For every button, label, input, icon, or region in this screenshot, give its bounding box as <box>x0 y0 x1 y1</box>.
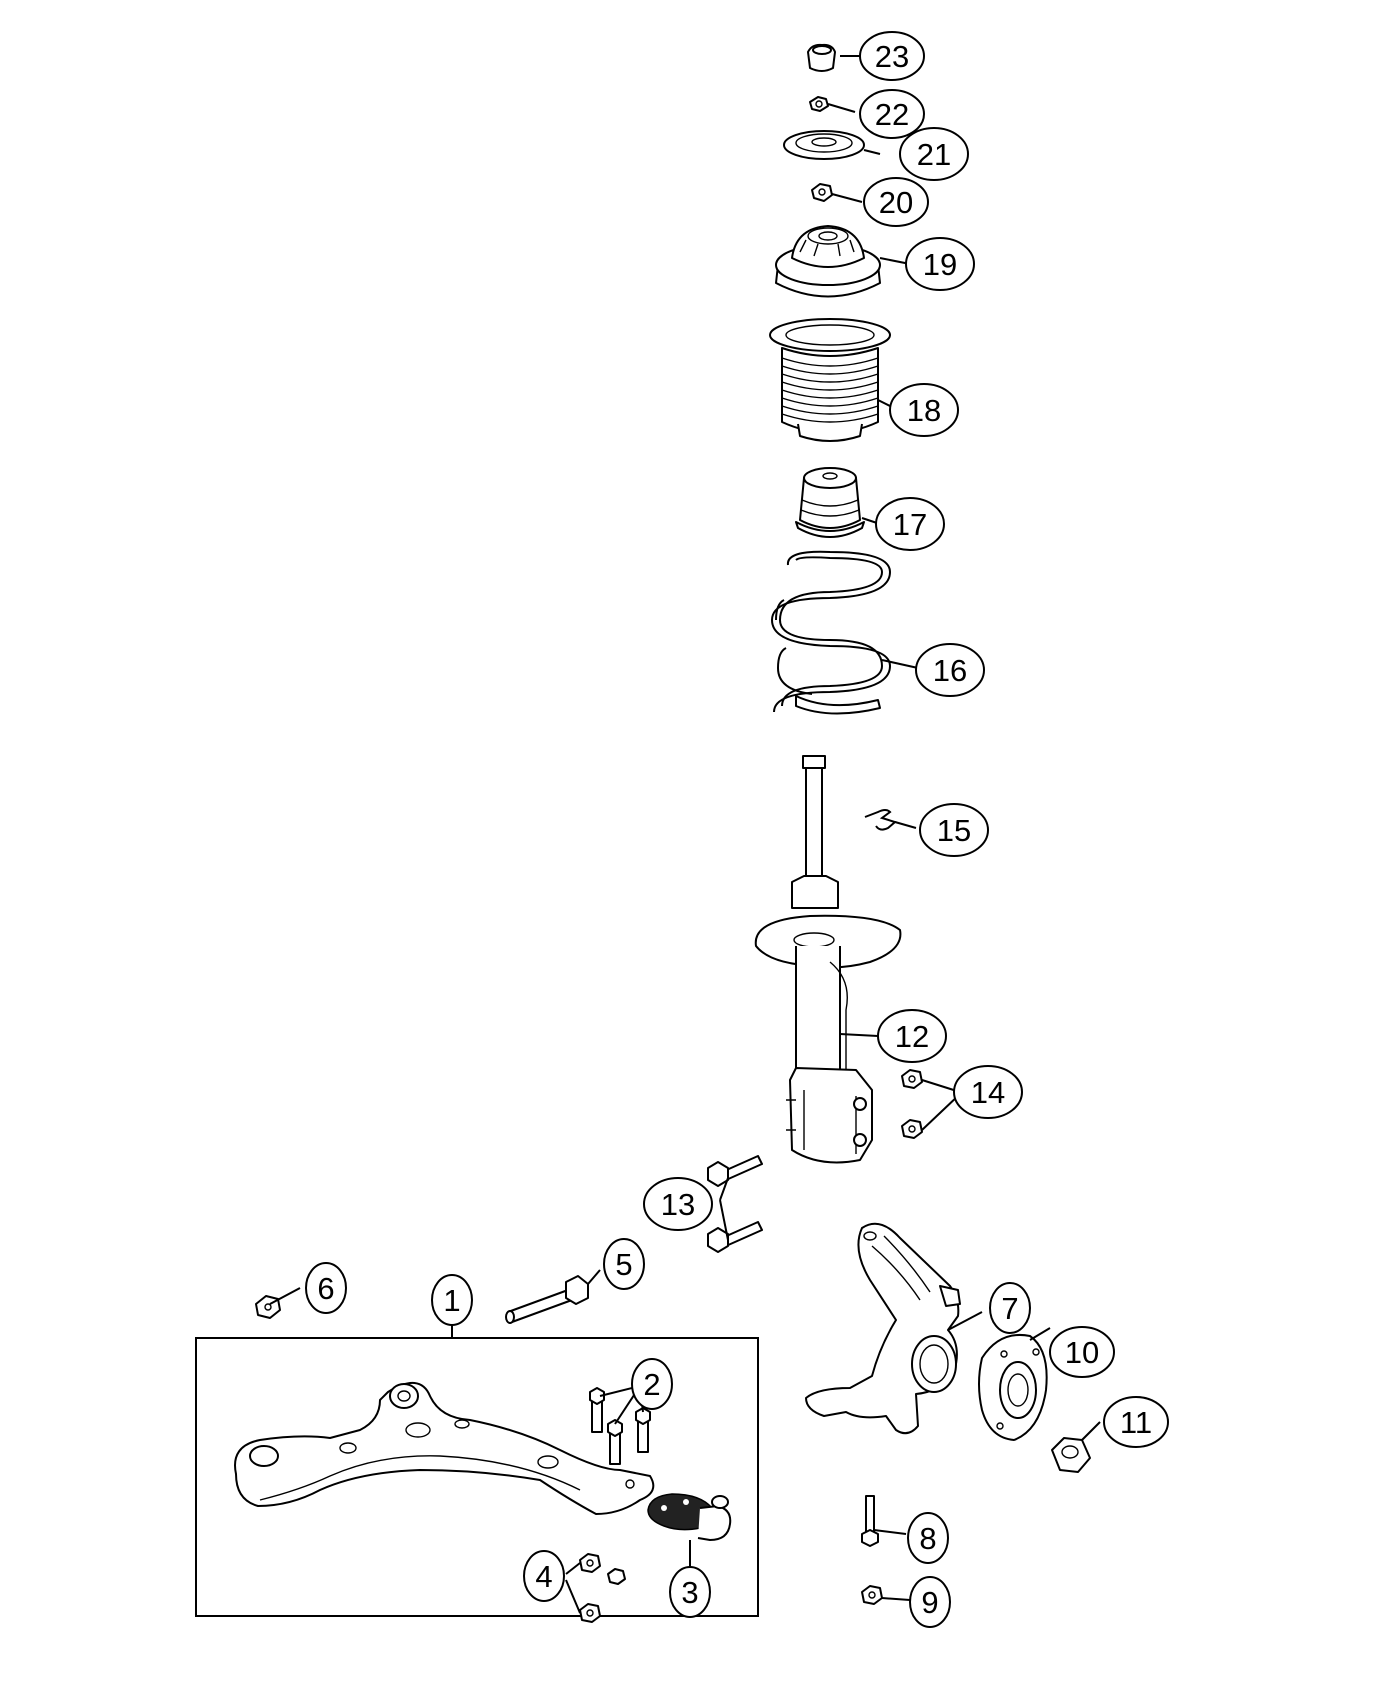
part-21-bearing-illustration <box>783 130 865 160</box>
callout-18-circle <box>889 383 959 437</box>
part-20-nut-illustration <box>811 183 833 202</box>
callout-23-circle <box>859 31 925 81</box>
callout-7-label: 7 <box>1001 1291 1018 1326</box>
callout-6: 6 <box>305 1262 347 1314</box>
callout-2-circle <box>631 1358 673 1410</box>
callout-19-label: 19 <box>923 247 957 282</box>
callout-1: 1 <box>431 1274 473 1326</box>
callout-2-label: 2 <box>643 1367 660 1402</box>
callout-15: 15 <box>919 803 989 857</box>
callout-20: 20 <box>863 177 929 227</box>
part-14-nuts-illustration <box>901 1069 923 1139</box>
part-8-bolt-illustration <box>861 1495 879 1547</box>
callout-11: 11 <box>1103 1396 1169 1448</box>
callout-12-circle <box>877 1009 947 1063</box>
part-17-jounce-bumper-illustration <box>795 467 865 538</box>
callout-12: 12 <box>877 1009 947 1063</box>
part-6-nut-illustration <box>255 1295 281 1319</box>
part-1-group-frame <box>195 1337 759 1617</box>
callout-16-label: 16 <box>933 653 967 688</box>
callout-17-label: 17 <box>893 507 927 542</box>
part-7-steering-knuckle-illustration <box>805 1222 961 1435</box>
callout-9-label: 9 <box>921 1585 938 1620</box>
callout-13: 13 <box>643 1177 713 1231</box>
part-2-bolts-illustration <box>589 1387 651 1465</box>
part-5-bolt-illustration <box>505 1275 589 1324</box>
callout-4-circle <box>523 1550 565 1602</box>
part-9-nut-illustration <box>861 1585 883 1605</box>
part-3-ball-joint-illustration <box>647 1493 732 1541</box>
callout-7: 7 <box>989 1282 1031 1334</box>
part-23-cap-illustration <box>807 43 836 72</box>
part-22-nut-illustration <box>809 96 829 112</box>
callout-23-label: 23 <box>875 39 909 74</box>
callout-14: 14 <box>953 1065 1023 1119</box>
part-12-strut-illustration <box>754 755 902 1164</box>
callout-5: 5 <box>603 1238 645 1290</box>
callout-15-circle <box>919 803 989 857</box>
callout-6-label: 6 <box>317 1271 334 1306</box>
callout-14-label: 14 <box>971 1075 1005 1110</box>
callout-19-circle <box>905 237 975 291</box>
part-10-hub-bearing-illustration <box>978 1334 1048 1441</box>
callout-22-label: 22 <box>875 97 909 132</box>
part-16-coil-spring-illustration <box>770 550 892 715</box>
part-15-clip-illustration <box>864 809 898 831</box>
callout-8-circle <box>907 1512 949 1564</box>
callout-13-label: 13 <box>661 1187 695 1222</box>
callout-1-label: 1 <box>443 1283 460 1318</box>
callout-20-label: 20 <box>879 185 913 220</box>
callout-3: 3 <box>669 1566 711 1618</box>
callout-7-circle <box>989 1282 1031 1334</box>
callout-5-circle <box>603 1238 645 1290</box>
callout-18-label: 18 <box>907 393 941 428</box>
callout-11-circle <box>1103 1396 1169 1448</box>
callout-22: 22 <box>859 89 925 139</box>
callout-1-circle <box>431 1274 473 1326</box>
callout-3-label: 3 <box>681 1575 698 1610</box>
callout-6-circle <box>305 1262 347 1314</box>
callout-17-circle <box>875 497 945 551</box>
callout-10: 10 <box>1049 1326 1115 1378</box>
callout-12-label: 12 <box>895 1019 929 1054</box>
callout-19: 19 <box>905 237 975 291</box>
callout-11-label: 11 <box>1120 1405 1152 1440</box>
callout-8-label: 8 <box>919 1521 936 1556</box>
callout-16-circle <box>915 643 985 697</box>
callout-21: 21 <box>899 127 969 181</box>
callout-20-circle <box>863 177 929 227</box>
part-13-bolts-illustration <box>707 1155 763 1253</box>
callout-4-label: 4 <box>535 1559 552 1594</box>
part-18-dust-boot-illustration <box>769 318 891 442</box>
callout-21-circle <box>899 127 969 181</box>
part-4-nuts-illustration <box>579 1553 626 1623</box>
callout-8: 8 <box>907 1512 949 1564</box>
callout-9: 9 <box>909 1576 951 1628</box>
callout-9-circle <box>909 1576 951 1628</box>
part-11-hub-nut-illustration <box>1051 1437 1091 1473</box>
callout-5-label: 5 <box>615 1247 632 1282</box>
callout-13-circle <box>643 1177 713 1231</box>
callout-16: 16 <box>915 643 985 697</box>
callout-2: 2 <box>631 1358 673 1410</box>
callout-17: 17 <box>875 497 945 551</box>
callout-3-circle <box>669 1566 711 1618</box>
callout-4: 4 <box>523 1550 565 1602</box>
callout-18: 18 <box>889 383 959 437</box>
callout-10-label: 10 <box>1065 1335 1099 1370</box>
callout-14-circle <box>953 1065 1023 1119</box>
callout-22-circle <box>859 89 925 139</box>
callout-21-label: 21 <box>917 137 951 172</box>
part-19-strut-mount-illustration <box>775 225 881 298</box>
callout-23: 23 <box>859 31 925 81</box>
part-1-lower-control-arm-illustration <box>234 1382 655 1515</box>
callout-10-circle <box>1049 1326 1115 1378</box>
callout-15-label: 15 <box>937 813 971 848</box>
